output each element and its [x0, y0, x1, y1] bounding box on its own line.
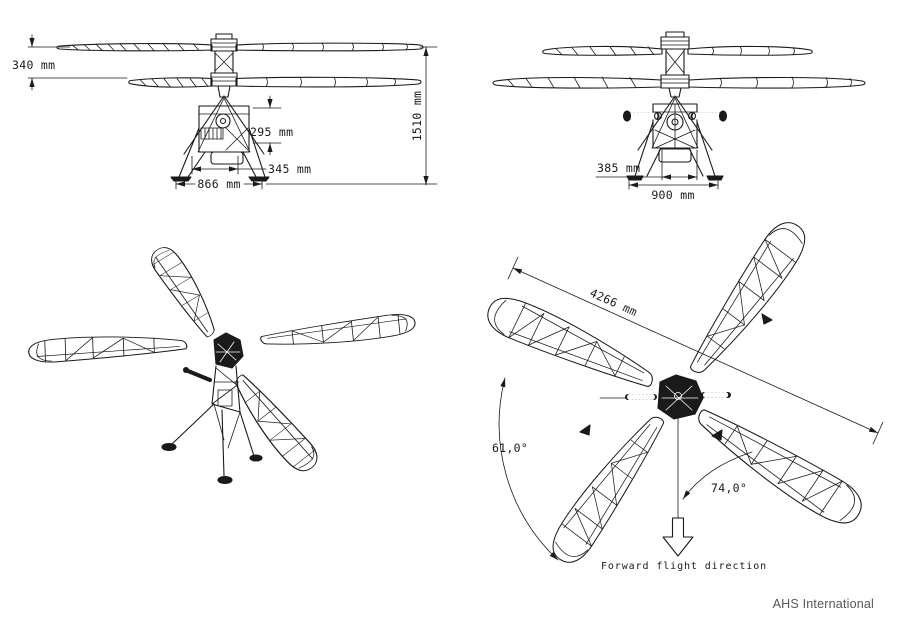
rotor-blade — [146, 241, 223, 344]
rotor-hub-mast — [210, 33, 238, 87]
credit-text: AHS International — [773, 597, 874, 611]
rotor-blade — [675, 214, 816, 383]
rotor-blade — [226, 366, 324, 479]
foot-pad — [217, 475, 233, 485]
dim-overall-height: 1510 mm — [410, 91, 424, 142]
dim-skid-track-front: 900 mm — [651, 188, 694, 202]
upper-rotor — [56, 42, 424, 52]
dim-fuselage-width: 345 mm — [268, 162, 311, 176]
dim-blade-angle-rear: 61,0° — [492, 441, 528, 455]
rotor-blade — [542, 407, 679, 571]
foot-pad — [161, 442, 177, 452]
landing-gear — [161, 403, 263, 485]
side-weight-rods — [622, 110, 728, 122]
isometric-view — [27, 241, 417, 485]
payload-box — [658, 148, 692, 163]
top-view: 4266 mm 61,0° 74,0° Forward flight direc… — [480, 214, 884, 572]
foot-pad — [249, 454, 263, 462]
dim-skid-track-side: 866 mm — [197, 177, 240, 191]
skid-foot — [706, 175, 724, 181]
dim-inner-track: 385 mm — [597, 161, 640, 175]
front-view-dimensions: 385 mm 900 mm — [595, 149, 719, 202]
dim-rotor-separation: 340 mm — [12, 58, 55, 72]
skid-foot — [248, 176, 270, 182]
forward-arrow-icon — [662, 517, 694, 557]
dim-rotor-diameter: 4266 mm — [588, 286, 640, 320]
forward-flight-label: Forward flight direction — [601, 561, 767, 572]
landing-gear — [626, 121, 724, 181]
lower-rotor — [128, 76, 422, 88]
skid-foot — [170, 176, 192, 182]
forward-flight-direction: Forward flight direction — [601, 412, 767, 572]
rotor-hub-mast — [660, 31, 690, 89]
dim-fuselage-height: 295 mm — [250, 125, 293, 139]
upper-rotor — [542, 45, 813, 56]
rotor-blade — [259, 311, 417, 352]
fuselage-truss — [183, 85, 265, 165]
lower-rotor — [492, 76, 866, 89]
dim-blade-angle-front: 74,0° — [711, 481, 747, 495]
payload-box — [210, 151, 244, 165]
rotor-blade — [27, 333, 188, 364]
side-view: 340 mm 1510 mm 295 mm 345 mm 866 mm — [12, 33, 438, 191]
body-truss — [211, 365, 241, 413]
side-view-dimensions: 340 mm 1510 mm 295 mm 345 mm 866 mm — [12, 34, 438, 191]
hub-cluster — [182, 332, 244, 382]
fuselage-truss — [637, 87, 713, 163]
rotor-blade — [689, 393, 870, 535]
antenna-rod — [186, 369, 212, 382]
front-view: 385 mm 900 mm — [492, 31, 866, 202]
